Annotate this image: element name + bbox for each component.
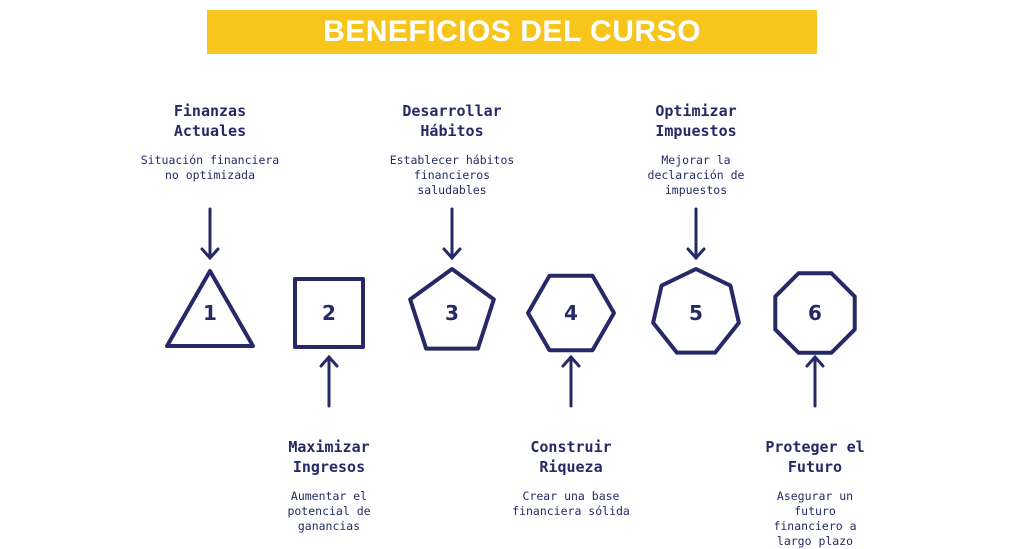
step-title: Desarrollar Hábitos: [402, 102, 502, 140]
step-number: 6: [808, 301, 822, 325]
step-title: Finanzas Actuales: [173, 102, 247, 140]
step-square-shape: 2: [279, 263, 379, 363]
title-banner: BENEFICIOS DEL CURSO: [207, 10, 817, 54]
step-description: Aumentar el potencial de ganancias: [287, 489, 371, 533]
step-title: Optimizar Impuestos: [655, 102, 737, 140]
step-number: 5: [689, 301, 703, 325]
step-number: 1: [203, 301, 217, 325]
page-title: BENEFICIOS DEL CURSO: [323, 15, 701, 48]
step-description: Establecer hábitos financieros saludable…: [389, 153, 515, 197]
arrow-up-icon: [561, 354, 581, 408]
step-title: Construir Riqueza: [530, 438, 612, 476]
step-triangle-shape: 1: [160, 263, 260, 363]
step-description: Asegurar un futuro financiero a largo pl…: [773, 489, 857, 548]
arrow-down-icon: [442, 207, 462, 261]
step-title: Maximizar Ingresos: [288, 438, 370, 476]
step-number: 4: [564, 301, 578, 325]
step-pentagon-shape: 3: [402, 263, 502, 363]
step-description: Mejorar la declaración de impuestos: [647, 153, 745, 197]
step-description: Crear una base financiera sólida: [512, 489, 630, 518]
step-title: Proteger el Futuro: [765, 438, 865, 476]
arrow-down-icon: [200, 207, 220, 261]
step-heptagon-shape: 5: [646, 263, 746, 363]
arrow-up-icon: [319, 354, 339, 408]
step-number: 2: [322, 301, 336, 325]
step-hexagon-shape: 4: [521, 263, 621, 363]
step-octagon-shape: 6: [765, 263, 865, 363]
step-number: 3: [445, 301, 459, 325]
step-description: Situación financiera no optimizada: [140, 153, 280, 182]
arrow-up-icon: [805, 354, 825, 408]
arrow-down-icon: [686, 207, 706, 261]
